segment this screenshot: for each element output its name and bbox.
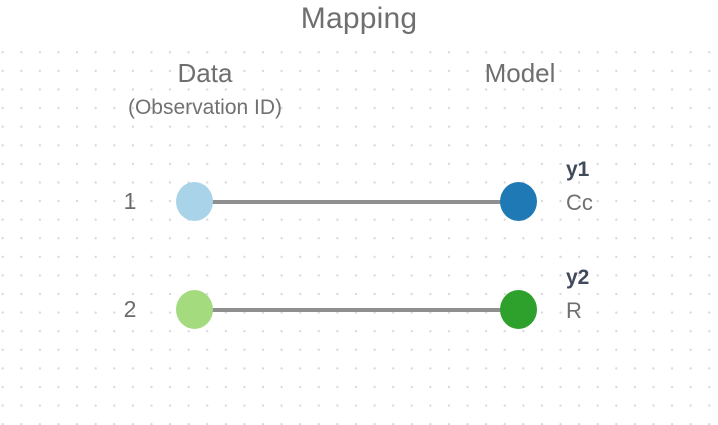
mapping-connector-line bbox=[196, 308, 521, 312]
observation-id-label: 2 bbox=[123, 296, 137, 322]
column-subheader-observation-id: (Observation ID) bbox=[127, 96, 283, 119]
data-node-circle[interactable] bbox=[176, 290, 213, 329]
model-variable-label: y1 bbox=[566, 158, 590, 181]
model-parameter-label: Cc bbox=[566, 190, 593, 215]
column-header-model: Model bbox=[484, 58, 556, 88]
model-node-circle[interactable] bbox=[500, 290, 537, 329]
data-node-circle[interactable] bbox=[176, 182, 213, 221]
mapping-row: 2 y2 R bbox=[0, 265, 718, 355]
model-label-group: y2 R bbox=[566, 265, 706, 325]
mapping-connector-line bbox=[196, 200, 521, 204]
column-header-data: Data bbox=[177, 58, 233, 88]
model-node-circle[interactable] bbox=[500, 182, 537, 221]
page-title: Mapping bbox=[300, 2, 418, 35]
mapping-row: 1 y1 Cc bbox=[0, 157, 718, 247]
model-label-group: y1 Cc bbox=[566, 157, 706, 217]
model-variable-label: y2 bbox=[566, 266, 590, 289]
model-parameter-label: R bbox=[566, 298, 582, 323]
observation-id-label: 1 bbox=[123, 188, 137, 214]
dot-grid-background bbox=[0, 36, 718, 425]
